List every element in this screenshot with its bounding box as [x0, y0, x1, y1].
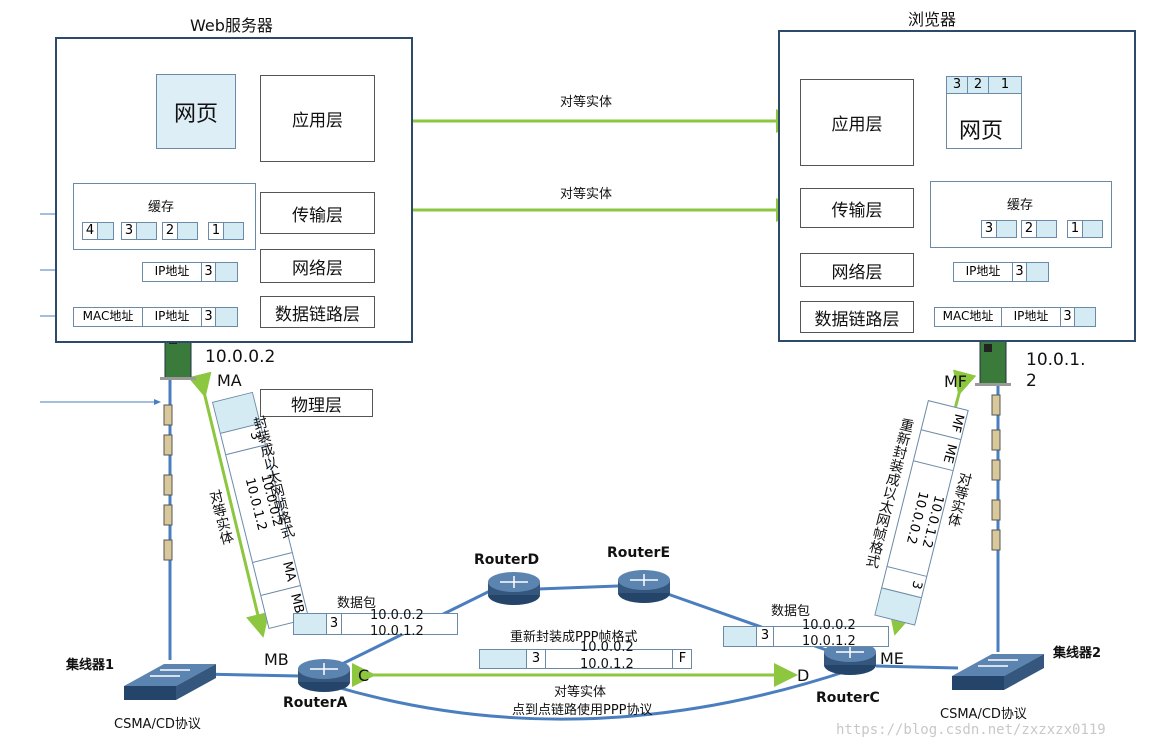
server-physical-layer: 物理层 [260, 389, 373, 417]
browser-webpage-box: 3 2 1 网页 [946, 76, 1022, 149]
server-mac-ip-label: IP地址 [143, 308, 202, 326]
router-c-label: RouterC [816, 690, 880, 706]
server-mac-payload [216, 308, 237, 326]
browser-transport-layer: 传输层 [800, 188, 914, 228]
browser-app-layer: 应用层 [800, 79, 914, 166]
server-seg-1: 1 [208, 222, 244, 240]
server-buffer-label: 缓存 [148, 200, 175, 215]
server-ip-packet: IP地址 3 [142, 262, 238, 282]
port-d: D [797, 666, 810, 685]
packet-left-dst: 10.0.1.2 [370, 624, 424, 639]
server-mac-label: MAC地址 [74, 308, 143, 326]
server-ip-segno: 3 [202, 263, 216, 281]
browser-page-seg-1: 1 [1000, 76, 1010, 92]
hub1-proto: CSMA/CD协议 [114, 717, 201, 732]
server-ip-payload [216, 263, 237, 281]
server-network-layer: 网络层 [260, 249, 375, 283]
packet-left: 3 [293, 613, 458, 635]
server-webpage: 网页 [156, 74, 236, 149]
peer-arrow-left-frame [188, 371, 270, 638]
server-mac-frame: MAC地址 IP地址 3 [73, 307, 238, 327]
packet-left-src: 10.0.0.2 [370, 608, 424, 623]
browser-ip-packet: IP地址 3 [953, 262, 1049, 282]
ppp-flag: F [672, 650, 692, 668]
peer-label-transport: 对等实体 [560, 187, 613, 202]
packet-left-label: 数据包 [337, 596, 377, 611]
browser-mac-frame: MAC地址 IP地址 3 [934, 307, 1096, 327]
server-datalink-layer: 数据链路层 [260, 296, 375, 328]
browser-webpage: 网页 [959, 119, 1004, 144]
browser-ip-payload [1027, 263, 1048, 281]
packet-left-payload [294, 614, 327, 634]
peer-label-app: 对等实体 [560, 95, 613, 110]
browser-page-seg-3: 3 [947, 77, 968, 93]
server-ip: 10.0.0.2 [205, 347, 276, 367]
browser-ip-line2: 2 [1026, 371, 1037, 391]
router-a-label: RouterA [283, 695, 348, 711]
router-e-label: RouterE [607, 545, 671, 561]
server-seg-4: 4 [82, 222, 114, 240]
browser-datalink-layer: 数据链路层 [800, 301, 914, 333]
port-mb: MB [264, 650, 289, 669]
packet-left-segno: 3 [327, 614, 342, 634]
browser-title: 浏览器 [908, 10, 957, 29]
packet-right-label: 数据包 [771, 604, 811, 619]
browser-mac-payload [1075, 308, 1095, 326]
browser-buffer: 缓存 3 2 1 [930, 181, 1112, 248]
cables [168, 380, 1000, 721]
server-seg-3: 3 [121, 222, 157, 240]
browser-mac-segno: 3 [1061, 308, 1075, 326]
browser-ip-line1: 10.0.1. [1026, 350, 1086, 370]
ppp-link-peer: 对等实体 [554, 685, 607, 700]
router-a-shape [298, 659, 350, 692]
router-e-shape [618, 570, 670, 603]
server-app-layer: 应用层 [260, 75, 375, 162]
browser-seg-3: 3 [981, 220, 1017, 238]
port-c: C [358, 666, 370, 685]
port-me: ME [880, 649, 904, 668]
packet-right-src: 10.0.0.2 [802, 618, 856, 633]
packet-right-payload [724, 627, 757, 646]
watermark: https://blog.csdn.net/zxzxzx0119 [836, 722, 1106, 738]
browser-page-seg-2: 2 [968, 77, 989, 93]
hub2-label: 集线器2 [1053, 646, 1102, 661]
nic-browser [975, 337, 1011, 386]
hub1-label: 集线器1 [66, 658, 115, 673]
packet-right-segno: 3 [757, 627, 774, 646]
browser-buffer-label: 缓存 [1007, 198, 1034, 213]
browser-network-layer: 网络层 [800, 253, 914, 287]
hub1-shape [124, 664, 216, 700]
ppp-link-desc: 点到点链路使用PPP协议 [512, 703, 653, 718]
ppp-payload [480, 650, 527, 668]
packet-right-dst: 10.0.1.2 [802, 634, 856, 649]
ppp-src: 10.0.0.2 [580, 640, 634, 655]
server-buffer: 缓存 4 3 2 1 [73, 183, 256, 250]
ppp-frame: 3 F [479, 649, 692, 669]
server-seg-2: 2 [162, 222, 198, 240]
connectors [163, 394, 1001, 561]
browser-mac-label: MAC地址 [935, 308, 1002, 326]
router-d-shape [488, 572, 540, 605]
browser-mac-ip-label: IP地址 [1002, 308, 1061, 326]
server-ip-label: IP地址 [143, 263, 202, 281]
ppp-label: 重新封装成PPP帧格式 [510, 630, 638, 645]
packet-right: 3 [723, 626, 889, 647]
server-title: Web服务器 [190, 16, 273, 35]
router-d-label: RouterD [474, 552, 540, 568]
browser-seg-1: 1 [1067, 220, 1103, 238]
ppp-dst: 10.0.1.2 [580, 657, 634, 672]
server-mac-segno: 3 [202, 308, 216, 326]
router-c-shape [824, 642, 876, 675]
ppp-segno: 3 [527, 650, 546, 668]
hub2-proto: CSMA/CD协议 [940, 707, 1027, 722]
server-transport-layer: 传输层 [260, 192, 375, 234]
browser-mac: MF [944, 372, 968, 391]
browser-ip-label: IP地址 [954, 263, 1013, 281]
browser-page-segments: 3 2 1 [947, 77, 1021, 94]
hub2-shape [952, 654, 1044, 690]
server-mac: MA [217, 371, 242, 390]
browser-ip-segno: 3 [1013, 263, 1027, 281]
browser-seg-2: 2 [1021, 220, 1057, 238]
